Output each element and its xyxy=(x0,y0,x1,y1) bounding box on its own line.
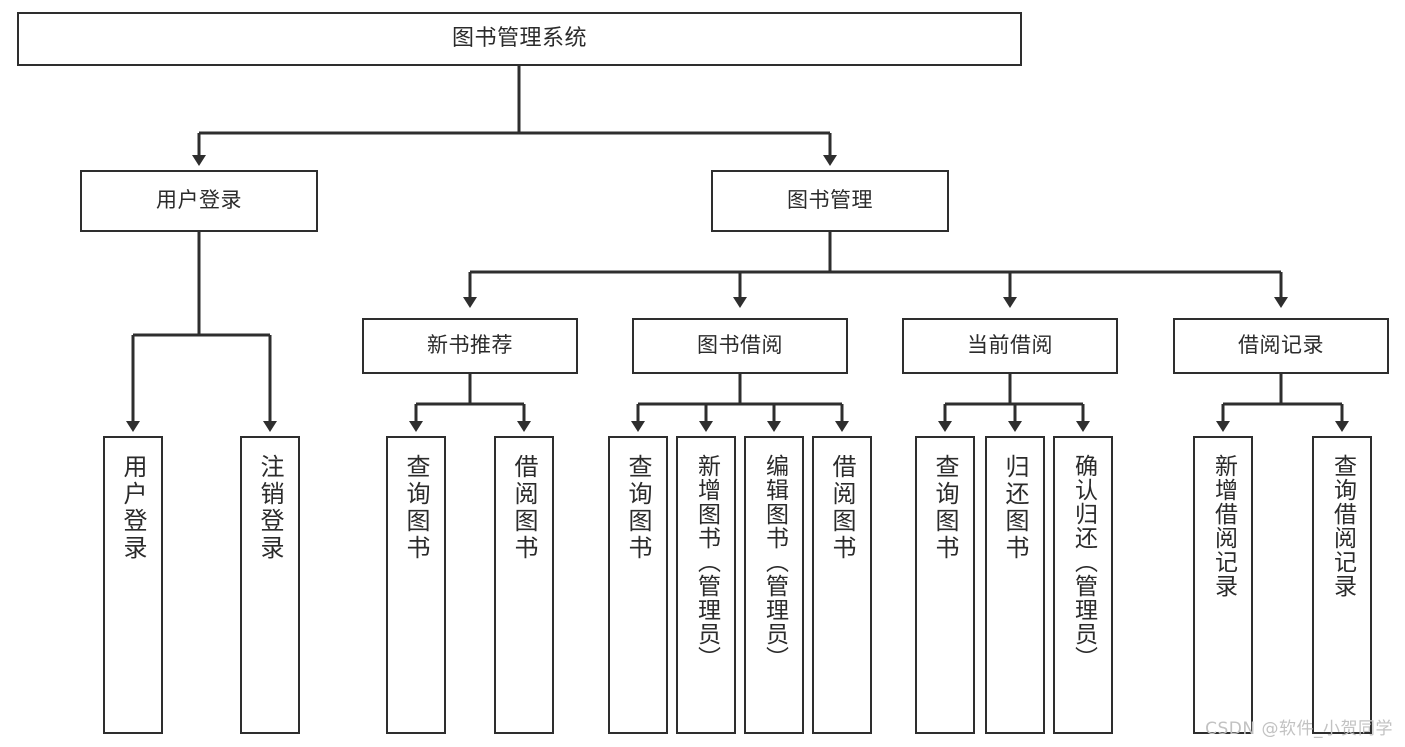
node-new-book-recommend[interactable]: 新书推荐 xyxy=(362,318,578,374)
node-label: 借阅图书 xyxy=(510,454,538,562)
node-label: 新增图书（管理员） xyxy=(693,454,720,670)
node-book-management[interactable]: 图书管理 xyxy=(711,170,949,232)
node-label: 查询借阅记录 xyxy=(1329,454,1356,598)
node-current-borrow[interactable]: 当前借阅 xyxy=(902,318,1118,374)
node-label: 新书推荐 xyxy=(427,333,513,358)
leaf-borrow-book[interactable]: 借阅图书 xyxy=(812,436,872,734)
node-label: 图书管理 xyxy=(787,188,873,213)
node-root-system[interactable]: 图书管理系统 xyxy=(17,12,1022,66)
node-label: 新增借阅记录 xyxy=(1210,454,1237,598)
node-label: 注销登录 xyxy=(256,454,284,562)
node-label: 图书管理系统 xyxy=(451,25,587,51)
node-borrow-record[interactable]: 借阅记录 xyxy=(1173,318,1389,374)
node-label: 借阅记录 xyxy=(1238,333,1324,358)
leaf-add-borrow-record[interactable]: 新增借阅记录 xyxy=(1193,436,1253,734)
leaf-add-book-admin[interactable]: 新增图书（管理员） xyxy=(676,436,736,734)
leaf-query-book-current[interactable]: 查询图书 xyxy=(915,436,975,734)
leaf-query-book-recommend[interactable]: 查询图书 xyxy=(386,436,446,734)
node-label: 查询图书 xyxy=(931,454,959,562)
leaf-query-book-borrow[interactable]: 查询图书 xyxy=(608,436,668,734)
node-label: 当前借阅 xyxy=(967,333,1053,358)
node-label: 确认归还（管理员） xyxy=(1070,454,1097,670)
leaf-borrow-book-recommend[interactable]: 借阅图书 xyxy=(494,436,554,734)
node-label: 借阅图书 xyxy=(828,454,856,562)
node-label: 图书借阅 xyxy=(697,333,783,358)
node-book-borrow[interactable]: 图书借阅 xyxy=(632,318,848,374)
node-label: 归还图书 xyxy=(1001,454,1029,562)
node-label: 用户登录 xyxy=(119,454,147,562)
leaf-logout-login[interactable]: 注销登录 xyxy=(240,436,300,734)
leaf-confirm-return-admin[interactable]: 确认归还（管理员） xyxy=(1053,436,1113,734)
node-label: 查询图书 xyxy=(624,454,652,562)
leaf-return-book[interactable]: 归还图书 xyxy=(985,436,1045,734)
leaf-query-borrow-record[interactable]: 查询借阅记录 xyxy=(1312,436,1372,734)
node-label: 用户登录 xyxy=(156,188,242,213)
leaf-edit-book-admin[interactable]: 编辑图书（管理员） xyxy=(744,436,804,734)
node-label: 编辑图书（管理员） xyxy=(761,454,788,670)
watermark-text: CSDN @软件_小贺同学 xyxy=(1205,719,1393,739)
leaf-user-login[interactable]: 用户登录 xyxy=(103,436,163,734)
node-label: 查询图书 xyxy=(402,454,430,562)
node-user-login[interactable]: 用户登录 xyxy=(80,170,318,232)
